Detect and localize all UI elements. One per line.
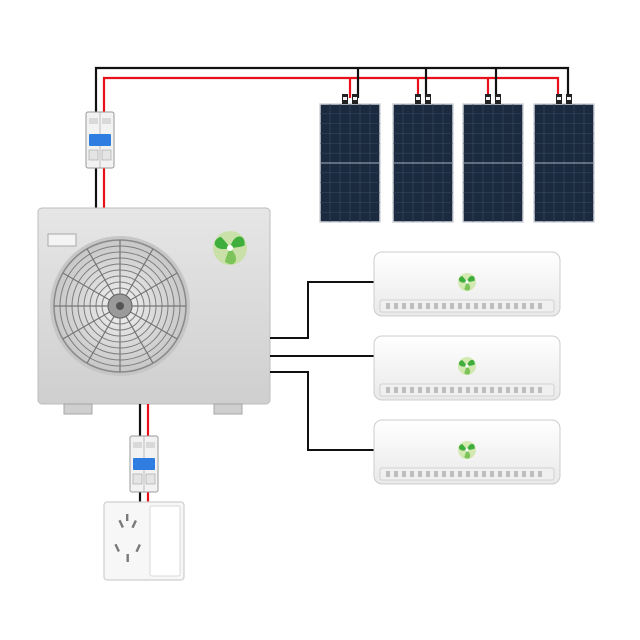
indoor-unit-3	[373, 419, 561, 485]
indoor-unit-1	[373, 251, 561, 317]
nameplate	[47, 233, 77, 247]
ac-breaker-bottom	[129, 435, 159, 493]
positive-wire-top	[102, 76, 560, 112]
indoor-unit-wiring	[270, 281, 376, 451]
eco-leaf-logo-icon	[458, 441, 476, 459]
eco-leaf-logo-icon	[213, 231, 247, 265]
solar-panel-1	[319, 94, 381, 223]
indoor-unit-stack	[373, 251, 561, 485]
panel-connector	[415, 94, 431, 104]
fan-icon	[50, 236, 190, 376]
air-louver	[386, 387, 542, 393]
eco-leaf-logo-icon	[458, 357, 476, 375]
air-louver	[386, 303, 542, 309]
indoor-unit-2	[373, 335, 561, 401]
solar-panel-4	[533, 94, 595, 223]
dc-breaker-top	[85, 111, 115, 169]
wire-indoor-unit-1	[270, 281, 376, 339]
circuit-breaker-icon	[133, 458, 155, 470]
solar-panel-2	[392, 94, 454, 223]
circuit-breaker-icon	[89, 134, 111, 146]
solar-panel-array	[319, 94, 595, 223]
negative-wire-top	[94, 66, 570, 112]
wire-indoor-unit-3	[270, 371, 376, 451]
solar-panel-3	[462, 94, 524, 223]
panel-connector	[485, 94, 501, 104]
panel-connector	[556, 94, 572, 104]
panel-connector	[342, 94, 358, 104]
eco-leaf-logo-icon	[458, 273, 476, 291]
solar-array-wiring	[94, 66, 570, 212]
power-socket-icon	[103, 501, 185, 581]
outdoor-unit	[37, 207, 271, 415]
air-louver	[386, 471, 542, 477]
socket-outlet	[114, 514, 141, 562]
unit-foot-right	[213, 403, 243, 415]
unit-foot-left	[63, 403, 93, 415]
